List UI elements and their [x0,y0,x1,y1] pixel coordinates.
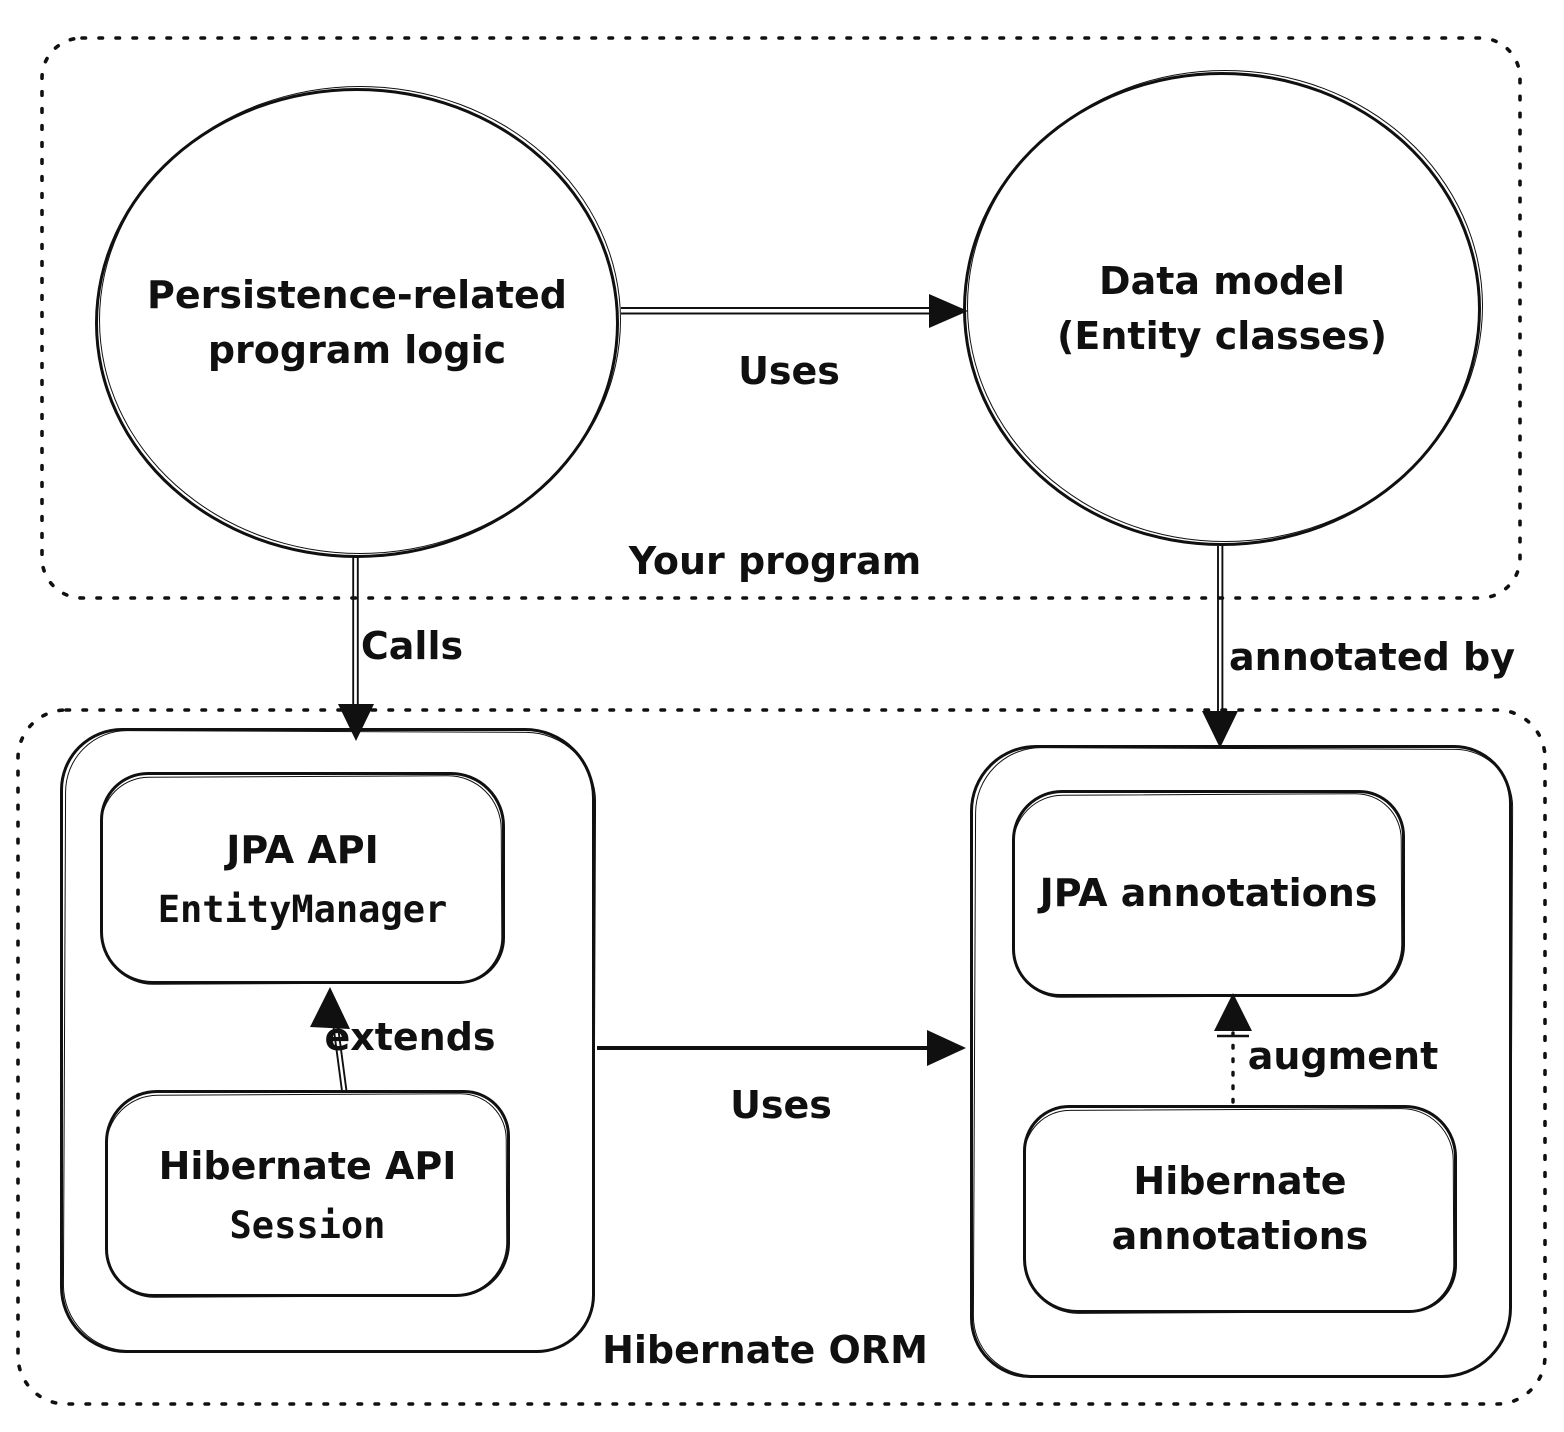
hibernate-annotations-box: Hibernate annotations [1023,1105,1457,1313]
jpa-api-box: JPA API EntityManager [100,772,505,984]
your-program-group-label: Your program [628,539,922,583]
uses-top-arrow [621,294,968,328]
persistence-logic-node: Persistence-related program logic [95,88,619,558]
hibernate-api-code: Session [229,1203,386,1247]
persistence-logic-label-line2: program logic [207,328,507,372]
extends-label: extends [324,1015,496,1059]
data-model-label-line2: (Entity classes) [1057,314,1387,358]
augment-label: augment [1247,1034,1439,1078]
hibernate-orm-group-label: Hibernate ORM [602,1328,928,1372]
jpa-api-title: JPA API [226,828,379,873]
uses-top-label: Uses [738,349,840,393]
annotated-by-label: annotated by [1228,635,1516,679]
data-model-label-line1: Data model [1099,258,1345,303]
data-model-node: Data model (Entity classes) [963,72,1481,546]
hibernate-api-title: Hibernate API [158,1143,457,1188]
uses-bottom-arrow [597,1030,966,1066]
hibernate-annotations-label: Hibernate annotations [1111,1158,1369,1258]
hibernate-api-box: Hibernate API Session [105,1090,510,1297]
uses-bottom-arrowhead [927,1030,966,1066]
annotated-by-arrowhead [1202,711,1238,748]
persistence-logic-label-line1: Persistence-related [146,272,567,317]
jpa-annotations-box: JPA annotations [1012,790,1405,997]
uses-bottom-label: Uses [730,1083,832,1127]
jpa-annotations-label: JPA annotations [1039,870,1378,915]
calls-label: Calls [360,624,464,668]
jpa-api-code: EntityManager [157,888,448,932]
